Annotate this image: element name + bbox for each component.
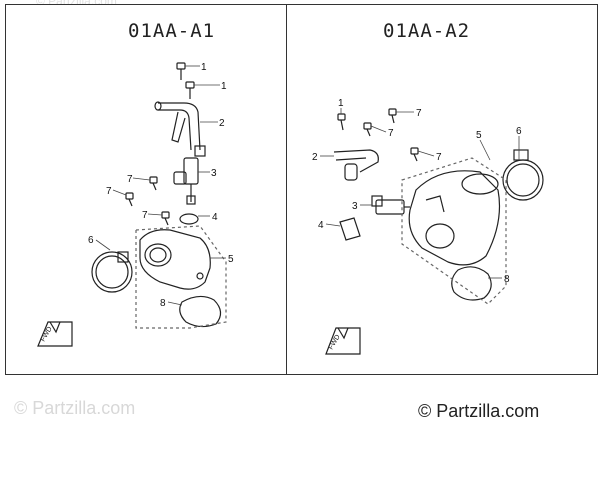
clamp-part-left xyxy=(91,251,133,293)
fwd-label-right: FWD xyxy=(328,334,342,351)
bolt-part-right-3 xyxy=(363,122,372,137)
clamp-part-right xyxy=(502,149,544,201)
assembly-outline-right xyxy=(401,157,507,305)
watermark-main: © Partzilla.com xyxy=(418,401,540,421)
callout-left-7c: 7 xyxy=(142,210,148,221)
fwd-label-left: FWD xyxy=(40,326,54,343)
gasket-part-right xyxy=(451,266,492,301)
fwd-arrow-icon-left xyxy=(37,321,73,347)
bolt-part-right-4 xyxy=(410,147,419,162)
callout-right-5: 5 xyxy=(476,130,482,141)
leader-lines-right xyxy=(320,108,520,279)
intake-pipe-part-left xyxy=(139,229,211,290)
panel-title-left: 01AA-A1 xyxy=(128,20,216,42)
assembly-outline-left xyxy=(135,225,227,329)
diagram-frame xyxy=(5,4,598,375)
callout-left-1b: 1 xyxy=(221,81,227,92)
callout-left-3: 3 xyxy=(211,168,217,179)
clip-part-right xyxy=(339,217,361,241)
callout-left-1a: 1 xyxy=(201,62,207,73)
callout-right-7b: 7 xyxy=(388,128,394,139)
bolt-part-right-2 xyxy=(388,108,397,124)
fwd-arrow-icon-right xyxy=(325,327,361,355)
callout-right-7c: 7 xyxy=(436,152,442,163)
callout-right-2: 2 xyxy=(312,152,318,163)
callout-left-7a: 7 xyxy=(127,174,133,185)
callout-left-2: 2 xyxy=(219,118,225,129)
callout-right-7a: 7 xyxy=(416,108,422,119)
callout-right-4: 4 xyxy=(318,220,324,231)
bolt-part-left-4 xyxy=(125,192,134,207)
panel-divider xyxy=(286,4,287,375)
bolt-part-left-2 xyxy=(185,81,195,99)
fuel-pipe-part-right xyxy=(333,149,379,181)
bolt-part-right-1 xyxy=(337,113,346,131)
o-ring-part-left xyxy=(179,213,199,225)
callout-left-6: 6 xyxy=(88,235,94,246)
callout-right-8: 8 xyxy=(504,274,510,285)
callout-left-4: 4 xyxy=(212,212,218,223)
intake-pipe-part-right xyxy=(408,170,501,266)
gasket-part-left xyxy=(179,295,222,328)
injector-part-right xyxy=(371,195,410,215)
bolt-part-left-5 xyxy=(161,211,170,226)
fuel-pipe-part-left xyxy=(154,101,206,157)
callout-right-1: 1 xyxy=(338,98,344,109)
watermark-faint: © Partzilla.com xyxy=(14,398,136,418)
callout-left-8: 8 xyxy=(160,298,166,309)
callout-left-5: 5 xyxy=(228,254,234,265)
bolt-part-left-3 xyxy=(149,176,158,191)
callout-right-3: 3 xyxy=(352,201,358,212)
injector-part-left xyxy=(173,157,199,205)
leader-lines-left xyxy=(95,65,226,306)
bolt-part-left-1 xyxy=(176,62,186,80)
panel-title-right: 01AA-A2 xyxy=(383,20,471,42)
callout-left-7b: 7 xyxy=(106,186,112,197)
callout-right-6: 6 xyxy=(516,126,522,137)
